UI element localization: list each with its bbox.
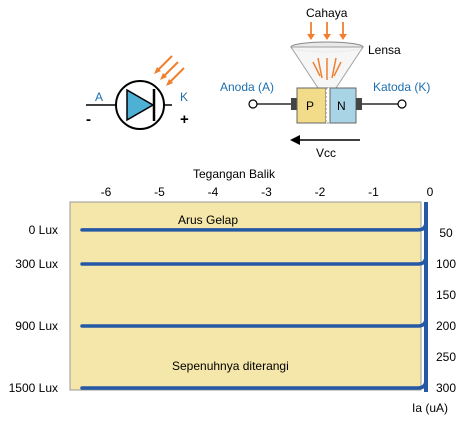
diode-triangle-icon (126, 88, 155, 122)
lux-curve (80, 248, 428, 266)
cathode-contact (356, 98, 362, 110)
anode-letter: A (95, 90, 103, 104)
plus-sign: + (180, 111, 189, 128)
y-axis-label: Ia (uA) (412, 401, 448, 415)
dark-current-annotation: Arus Gelap (178, 213, 238, 227)
anode-terminal-icon (248, 99, 258, 109)
lux-curves (80, 214, 428, 390)
photodiode-symbol: A K - + (86, 55, 189, 130)
lens-label: Lensa (368, 43, 401, 57)
light-label: Cahaya (306, 6, 348, 20)
p-region (296, 87, 327, 124)
anode-label: Anoda (A) (220, 80, 274, 94)
y-tick-label: 150 (436, 288, 456, 302)
x-tick-label: -5 (154, 185, 165, 199)
lux-label: 0 Lux (29, 223, 58, 237)
iv-chart: Tegangan Balik Ia (uA) Arus Gelap Sepenu… (9, 167, 457, 415)
minus-sign: - (86, 111, 91, 128)
y-tick-label: 300 (436, 381, 456, 395)
plot-area (69, 201, 422, 391)
symbol-light-arrows-icon (154, 55, 185, 86)
y-tick-labels: 50 100 150 200 250 300 (436, 226, 456, 395)
lux-curve (80, 310, 428, 328)
y-tick-label: 200 (436, 319, 456, 333)
vcc-label: Vcc (316, 146, 336, 160)
x-tick-label: 0 (427, 185, 434, 199)
anode-contact (291, 98, 297, 110)
y-tick-label: 50 (439, 226, 453, 240)
x-axis-label: Tegangan Balik (193, 167, 276, 181)
lux-label: 900 Lux (15, 319, 58, 333)
x-tick-label: -6 (101, 185, 112, 199)
y-tick-label: 250 (436, 350, 456, 364)
vcc-arrow-icon (290, 135, 300, 145)
lux-label: 1500 Lux (9, 381, 58, 395)
cathode-label: Katoda (K) (373, 80, 430, 94)
p-label: P (306, 99, 314, 113)
x-tick-label: -3 (261, 185, 272, 199)
n-label: N (337, 99, 346, 113)
incoming-light-arrows-icon (307, 22, 347, 40)
n-region (329, 87, 357, 124)
lux-label: 300 Lux (15, 257, 58, 271)
x-tick-label: -1 (368, 185, 379, 199)
x-tick-label: -2 (315, 185, 326, 199)
y-tick-label: 100 (436, 257, 456, 271)
cathode-letter: K (180, 90, 188, 104)
lux-curve (80, 214, 428, 232)
lux-curve (80, 372, 428, 390)
focused-light-rays-icon (312, 57, 342, 80)
fully-illuminated-annotation: Sepenuhnya diterangi (172, 359, 289, 373)
x-tick-label: -4 (208, 185, 219, 199)
lux-labels: 0 Lux 300 Lux 900 Lux 1500 Lux (9, 223, 58, 395)
cathode-terminal-icon (397, 99, 407, 109)
x-tick-labels: -6 -5 -4 -3 -2 -1 0 (101, 185, 434, 199)
device-illustration: Cahaya Lensa Anoda (A) Katoda (K) P N (220, 6, 430, 160)
depletion-layer (325, 87, 331, 124)
